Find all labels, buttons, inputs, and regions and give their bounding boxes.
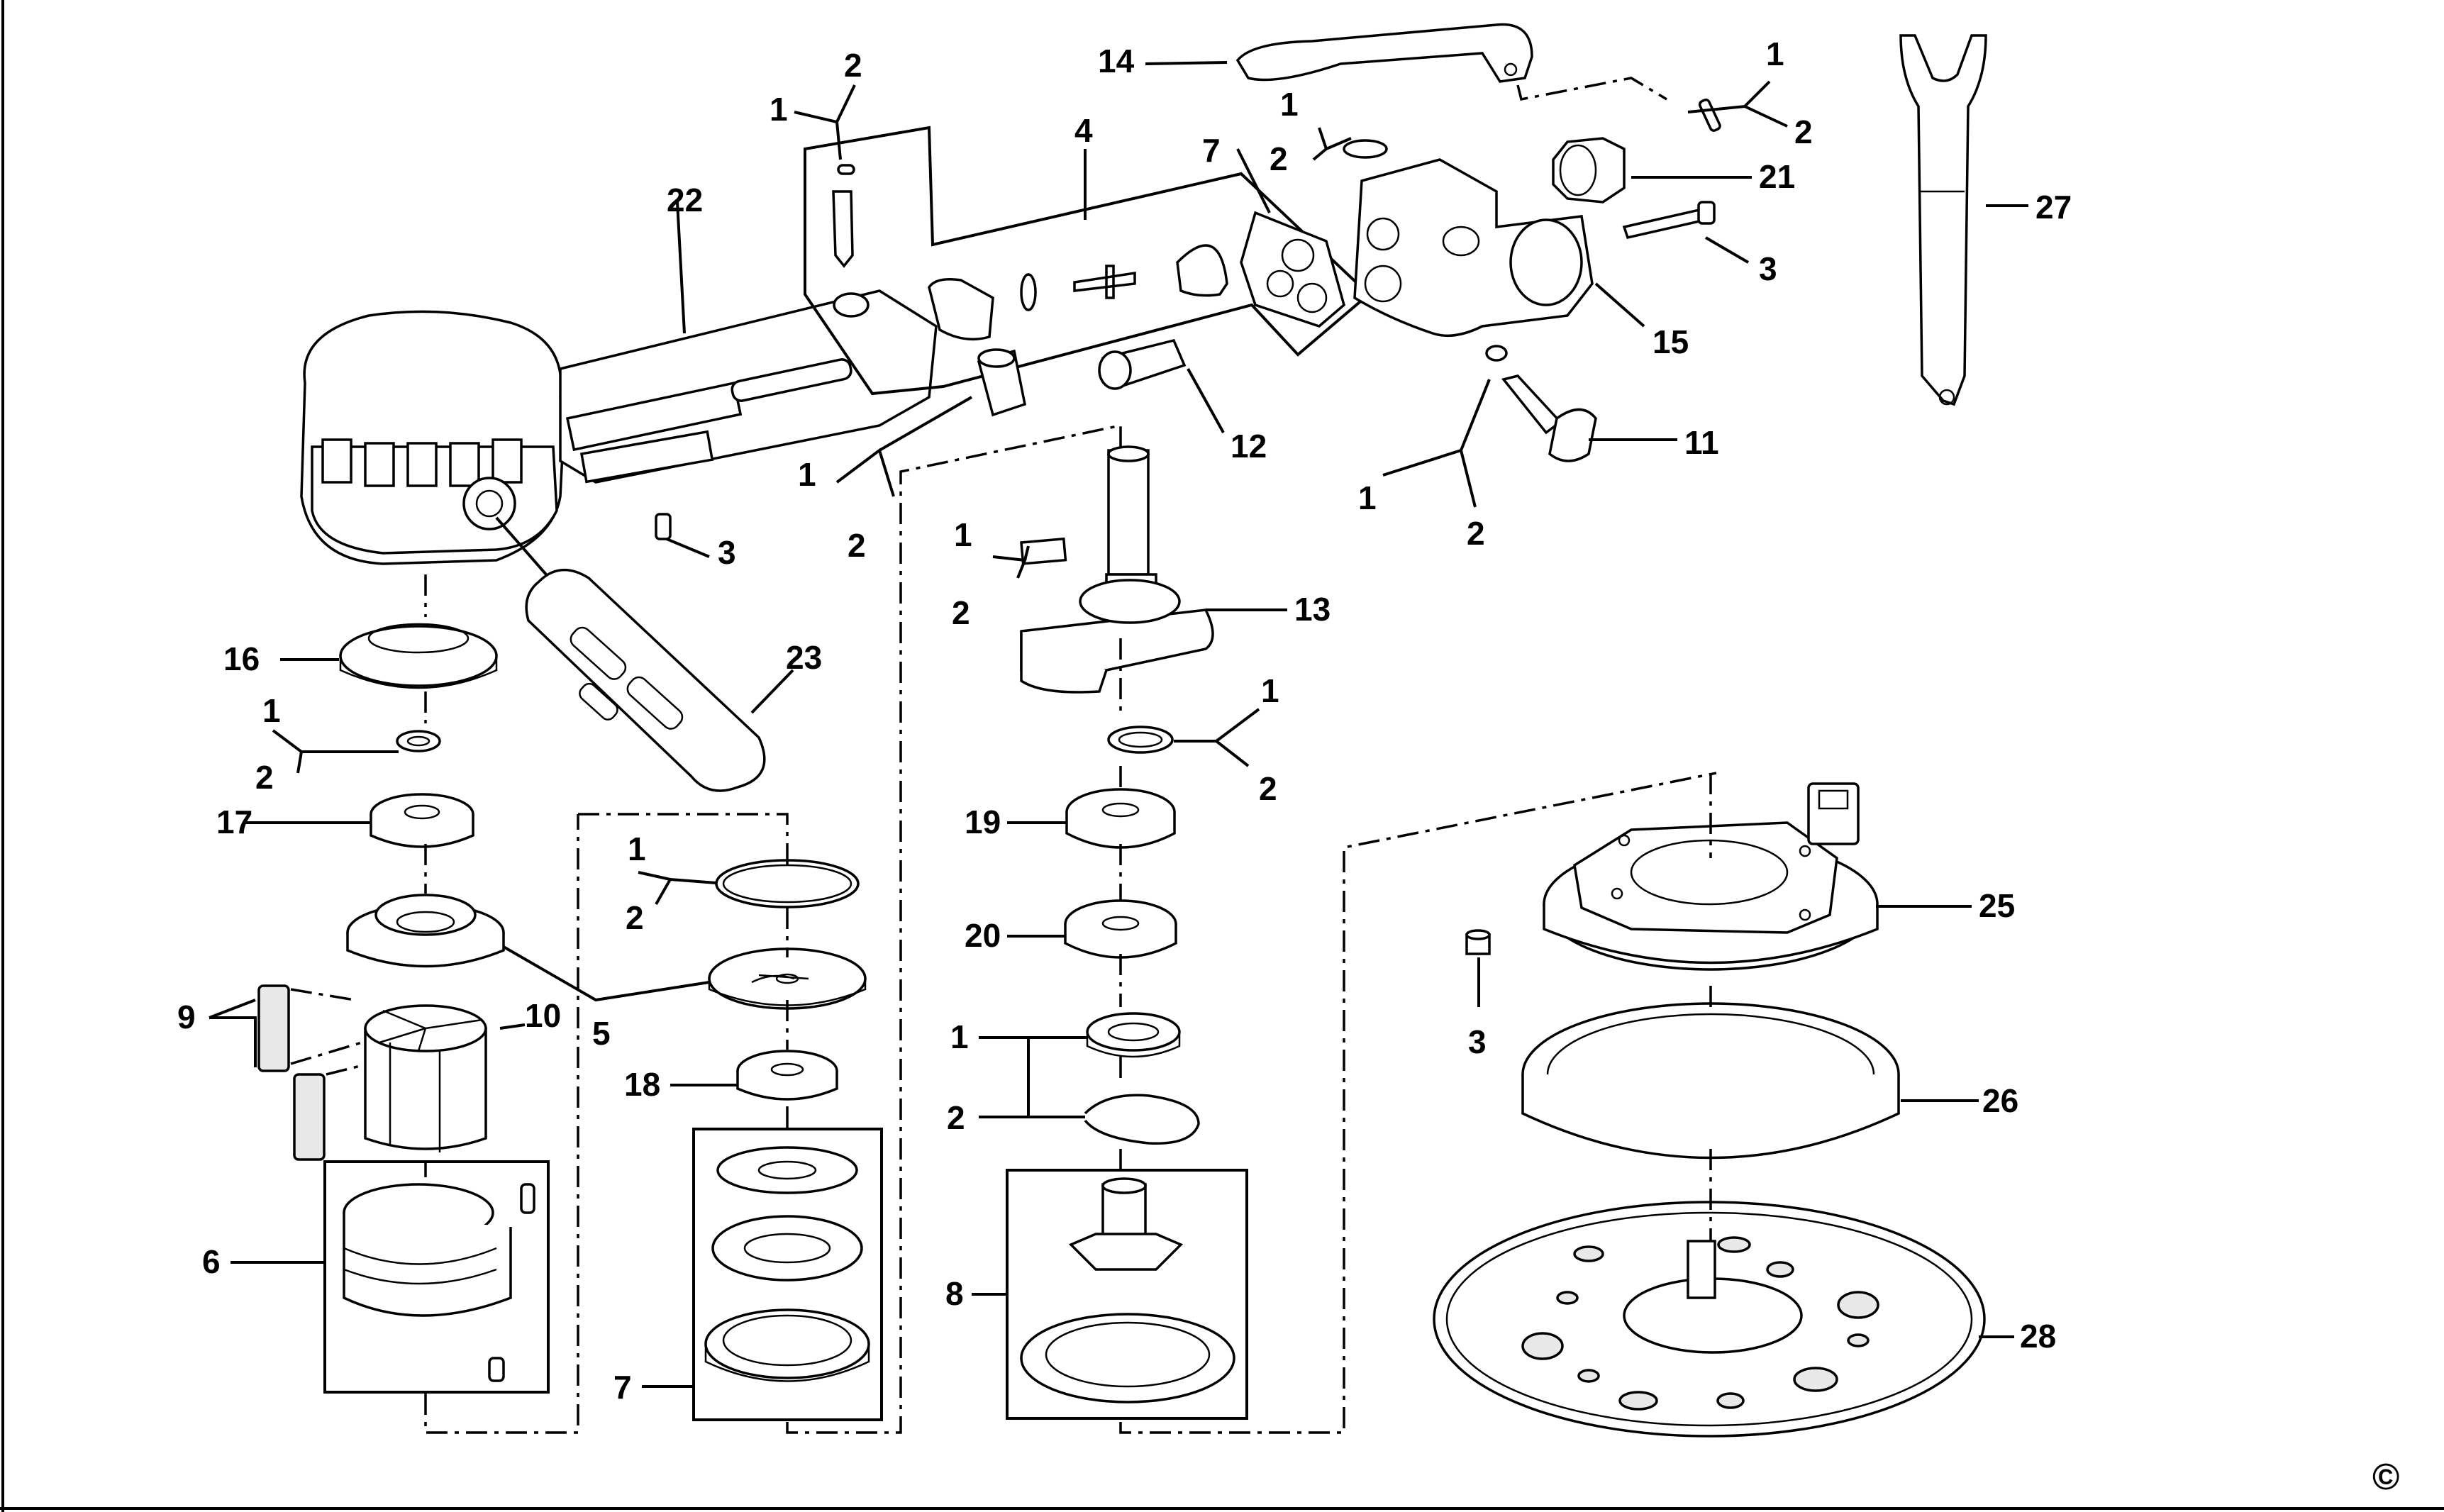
callout-3: 3 [718,534,736,571]
callout-2: 2 [844,47,862,84]
callout-2: 2 [848,527,866,564]
part-3-screw-housing [655,513,672,540]
callout-21: 21 [1759,158,1795,195]
part-27-wrench [1899,34,1987,406]
callout-1: 1 [1261,672,1279,709]
callout-3: 3 [1759,250,1777,287]
part-7-muffler-box [692,1128,883,1421]
callout-6: 6 [202,1243,221,1280]
callout-7: 7 [613,1369,632,1406]
part-23-grip [495,516,766,792]
callout-2: 2 [626,899,644,936]
callout-23: 23 [786,639,822,676]
callout-1: 1 [1280,86,1299,123]
part-seal-washer-left [396,730,441,752]
callout-14: 14 [1098,43,1135,79]
callout-12: 12 [1231,428,1267,465]
callout-1: 1 [798,456,816,493]
callout-2: 2 [1270,140,1288,177]
callout-25: 25 [1979,887,2015,924]
callout-20: 20 [965,917,1001,954]
callout-22: 22 [667,182,703,218]
callout-2: 2 [1794,113,1813,150]
part-3-screw-shroud [1465,929,1491,955]
part-8-pad-holder-box [1006,1169,1248,1420]
callout-19: 19 [965,804,1001,840]
callout-2: 2 [255,759,274,796]
part-22-housing [300,289,938,565]
callout-4: 4 [1074,112,1093,149]
callout-10: 10 [525,997,561,1034]
part-5-end-plate-lower [708,947,867,1010]
callout-17: 17 [216,804,252,840]
part-seal-set [1084,1012,1200,1145]
part-inlet-screen [977,348,1027,417]
part-28-sanding-pad [1433,1201,1986,1438]
part-13-crankshaft [1020,445,1214,694]
callout-15: 15 [1653,323,1689,360]
part-18-bearing [736,1050,838,1101]
callout-27: 27 [2035,189,2072,226]
callout-7: 7 [1202,132,1221,169]
part-20-bearing [1064,899,1177,959]
part-6-cylinder-box [323,1160,550,1394]
callout-1: 1 [954,516,972,553]
part-21-fitting [1552,137,1626,204]
part-seal-o-ring [715,859,860,908]
callout-1: 1 [1358,479,1377,516]
part-17-bearing [370,793,474,848]
callout-labels: 1 2 22 4 7 14 1 2 1 2 21 3 15 27 12 1 2 … [177,35,2399,1498]
part-clip-ring-13 [1107,726,1174,754]
part-26-skirt [1521,1002,1900,1160]
part-10-rotor [364,1004,487,1152]
callout-2: 2 [947,1099,965,1136]
callout-1: 1 [950,1018,969,1055]
leader-lines [209,61,2028,1388]
callout-11: 11 [1684,424,1719,461]
part-25-shroud [1543,782,1879,971]
callout-16: 16 [223,640,260,677]
part-4-valve-box [804,126,1371,396]
part-3-long-screw [1622,201,1716,240]
callout-1: 1 [1766,35,1784,72]
callout-5: 5 [592,1015,611,1052]
part-15-valve-body [1343,139,1594,338]
callout-1: 1 [770,91,788,128]
part-12-bushing [1098,338,1187,390]
copyright-symbol: © [2372,1457,2399,1498]
callout-2: 2 [952,594,970,631]
part-11-valve-stem [1485,345,1597,462]
part-5-end-plate-upper [346,894,505,968]
callout-26: 26 [1982,1082,2018,1119]
callout-2: 2 [1467,515,1485,552]
part-9-vanes [257,984,370,1161]
part-16-ring [339,623,498,689]
callout-2: 2 [1259,770,1277,807]
callout-3: 3 [1468,1023,1487,1060]
callout-28: 28 [2020,1318,2056,1355]
callout-1: 1 [628,830,646,867]
callout-9: 9 [177,999,196,1035]
callout-8: 8 [945,1275,964,1312]
part-19-bearing [1065,788,1176,849]
callout-13: 13 [1294,591,1331,628]
callout-1: 1 [262,692,281,729]
callout-18: 18 [624,1066,660,1103]
part-14-lever [1235,23,1721,132]
